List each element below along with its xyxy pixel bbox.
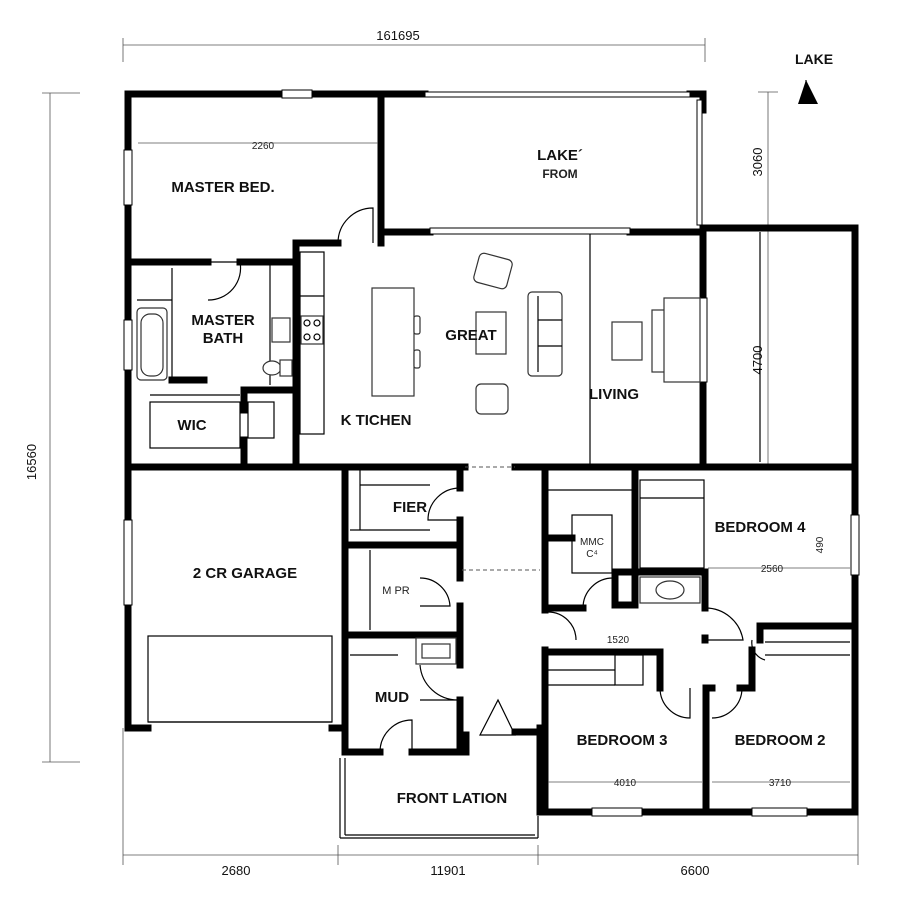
room-label-master-bath-1: MASTER: [191, 312, 255, 329]
dim-bedroom-2-width: 3710: [769, 778, 792, 789]
dim-bedroom-4-width: 2560: [761, 564, 784, 575]
room-label-garage: 2 CR GARAGE: [193, 565, 297, 582]
dim-master-bed-width: 2260: [252, 141, 275, 152]
room-label-mpr: M PR: [382, 585, 410, 597]
room-label-bedroom-3: BEDROOM 3: [577, 732, 668, 749]
room-label-bedroom-4: BEDROOM 4: [715, 519, 807, 536]
room-label-front-lation: FRONT LATION: [397, 790, 508, 807]
windows: [123, 89, 860, 817]
room-label-mud: MUD: [375, 689, 409, 706]
room-label-kitchen: K TICHEN: [341, 412, 412, 429]
exterior-walls: [124, 90, 859, 816]
dim-top: 161695: [376, 28, 419, 43]
room-label-bedroom-2: BEDROOM 2: [735, 732, 826, 749]
dim-hall-width: 1520: [607, 635, 630, 646]
inner-dimension-lines: [138, 142, 850, 783]
room-label-master-bed: MASTER BED.: [171, 179, 274, 196]
room-label-lake-from: LAKE´: [537, 147, 583, 164]
room-label-mmc-sub: С⁴: [586, 549, 598, 560]
dim-bedroom-3-width: 4010: [614, 778, 637, 789]
dim-bottom-middle: 11901: [430, 863, 465, 878]
north-arrow-icon: [798, 80, 818, 104]
north-label: LAKE: [795, 51, 833, 67]
dim-left: 16560: [24, 444, 39, 480]
dim-bottom-right: 6600: [681, 863, 710, 878]
dimension-lines: [42, 38, 859, 865]
fixtures: [136, 232, 850, 839]
room-label-mmc: MMC: [580, 537, 604, 548]
room-label-living: LIVING: [589, 386, 639, 403]
dim-bedroom-4-depth: 490: [815, 536, 826, 553]
room-label-master-bath-2: BATH: [203, 330, 244, 347]
dim-right-upper: 3060: [750, 148, 765, 177]
room-label-fier: FIER: [393, 499, 427, 516]
room-label-lake-from-sub: FROM: [542, 167, 577, 181]
door-swings: [207, 207, 766, 753]
room-label-great: GREAT: [445, 327, 496, 344]
room-label-wic: WIC: [177, 417, 206, 434]
interior-walls: [124, 93, 859, 816]
dim-bottom-left: 2680: [222, 863, 251, 878]
dim-right-lower: 4700: [750, 346, 765, 375]
